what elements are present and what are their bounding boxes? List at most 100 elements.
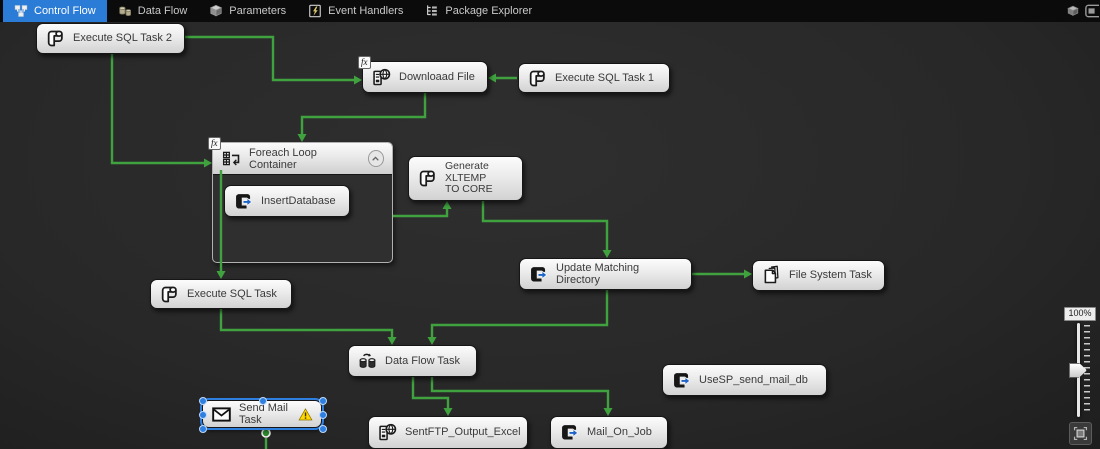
connector-origin-dot[interactable] <box>261 428 271 438</box>
tab-label: Event Handlers <box>328 5 404 17</box>
tab-event-handlers[interactable]: Event Handlers <box>297 0 414 22</box>
file-system-icon <box>761 265 782 286</box>
task-label: File System Task <box>789 269 872 282</box>
package-arrow-icon <box>671 370 692 391</box>
connector-arrowhead <box>297 134 307 142</box>
task-label: SentFTP_Output_Excel <box>405 426 521 439</box>
dataflow-icon <box>357 351 378 372</box>
cube-icon[interactable] <box>1066 4 1080 18</box>
connector-arrowhead <box>603 408 613 416</box>
tab-package-explorer[interactable]: Package Explorer <box>414 0 543 22</box>
precedence-connector[interactable] <box>219 309 394 337</box>
sentftp-output-excel[interactable]: SentFTP_Output_Excel <box>368 416 528 449</box>
tab-label: Parameters <box>229 5 287 17</box>
task-label: Execute SQL Task <box>187 287 277 300</box>
foreach-loop-container[interactable]: Foreach Loop Container fx <box>208 137 393 263</box>
zoom-level-label: 100% <box>1064 307 1096 321</box>
task-label: Downloaad File <box>399 70 475 83</box>
task-label: Data Flow Task <box>385 354 460 367</box>
zoom-slider-ticks <box>1084 324 1090 415</box>
precedence-connector[interactable] <box>185 35 354 82</box>
container-label: Foreach Loop Container <box>249 146 317 171</box>
precedence-connector[interactable] <box>110 54 204 165</box>
task-label: Execute SQL Task 1 <box>555 71 655 84</box>
fit-to-window-button[interactable] <box>1068 421 1092 445</box>
tab-bar: Control Flow Data Flow Parameters Event Han… <box>0 0 1100 22</box>
usesp-send-mail-db[interactable]: UseSP_send_mail_db <box>662 364 827 396</box>
execute-sql-task[interactable]: Execute SQL Task <box>150 279 292 309</box>
fit-to-window-icon <box>1072 425 1089 442</box>
connector-arrowhead <box>442 201 452 209</box>
execute-sql-task-2[interactable]: Execute SQL Task 2 <box>36 23 185 54</box>
precedence-connector[interactable] <box>481 201 609 250</box>
tab-data-flow[interactable]: Data Flow <box>107 0 199 22</box>
connector-arrowhead <box>427 337 437 345</box>
package-explorer-icon <box>425 4 439 18</box>
data-flow-task[interactable]: Data Flow Task <box>348 345 477 377</box>
task-label: UseSP_send_mail_db <box>699 373 808 386</box>
send-mail-task[interactable]: Send Mail Task <box>199 397 327 433</box>
tab-strip: Control Flow Data Flow Parameters Event Han… <box>3 0 543 22</box>
fx-expression-badge: fx <box>208 137 221 151</box>
tab-label: Control Flow <box>34 5 96 17</box>
control-flow-icon <box>14 4 28 18</box>
downloaad-file[interactable]: Downloaad File fx <box>358 56 488 93</box>
sql-scroll-icon <box>417 168 438 189</box>
task-label: Mail_On_Job <box>587 426 652 439</box>
warning-icon <box>298 407 313 422</box>
zoom-control: 100% <box>1062 307 1098 445</box>
selection-handle[interactable] <box>259 397 267 405</box>
precedence-connector[interactable] <box>411 377 450 408</box>
data-flow-tab-icon <box>118 4 132 18</box>
task-label: InsertDatabase <box>261 194 336 207</box>
event-handlers-icon <box>308 4 322 18</box>
precedence-connector[interactable] <box>430 377 610 408</box>
tabbar-right-icons <box>1066 2 1100 20</box>
tab-label: Package Explorer <box>445 5 533 17</box>
precedence-connector[interactable] <box>430 290 609 337</box>
tab-control-flow[interactable]: Control Flow <box>3 0 107 22</box>
mail-on-job[interactable]: Mail_On_Job <box>550 416 668 449</box>
file-system-task[interactable]: File System Task <box>752 260 885 291</box>
zoom-slider-thumb[interactable] <box>1069 362 1087 378</box>
insert-database[interactable]: InsertDatabase <box>224 185 350 217</box>
ftp-server-icon <box>371 67 392 88</box>
foreach-loop-container-header[interactable]: Foreach Loop Container <box>213 143 392 175</box>
foreach-icon <box>221 148 242 169</box>
task-label: Execute SQL Task 2 <box>73 32 173 45</box>
zoom-slider[interactable] <box>1067 322 1093 417</box>
package-arrow-icon <box>233 191 254 212</box>
selection-handle[interactable] <box>319 425 327 433</box>
connector-arrowhead <box>354 75 362 85</box>
connector-arrowhead <box>488 73 496 83</box>
connector-arrowhead <box>204 158 212 168</box>
precedence-connector[interactable] <box>393 209 449 218</box>
mail-icon <box>211 404 232 425</box>
ftp-server-icon <box>377 422 398 443</box>
connector-arrowhead <box>602 250 612 258</box>
collapse-container-button[interactable] <box>367 150 384 167</box>
generate-xltemp-to-core[interactable]: Generate XLTEMP TO CORE <box>408 156 523 201</box>
selection-handle[interactable] <box>319 397 327 405</box>
clipped-panel-icon[interactable] <box>1085 4 1099 18</box>
selection-handle[interactable] <box>199 411 207 419</box>
execute-sql-task-1[interactable]: Execute SQL Task 1 <box>518 63 670 93</box>
package-arrow-icon <box>528 264 549 285</box>
connector-arrowhead <box>744 269 752 279</box>
connector-arrowhead <box>216 271 226 279</box>
selection-handle[interactable] <box>319 411 327 419</box>
connector-arrowhead <box>443 408 453 416</box>
update-matching-directory[interactable]: Update Matching Directory <box>519 258 692 290</box>
selection-handle[interactable] <box>199 397 207 405</box>
fx-expression-badge: fx <box>358 56 371 70</box>
sql-scroll-icon <box>159 284 180 305</box>
task-label: Send Mail Task <box>239 401 288 426</box>
tab-label: Data Flow <box>137 5 188 17</box>
connector-arrowhead <box>387 337 397 345</box>
precedence-connector[interactable] <box>300 93 427 134</box>
tab-parameters[interactable]: Parameters <box>198 0 297 22</box>
selection-handle[interactable] <box>199 425 207 433</box>
chevron-up-icon <box>369 152 382 165</box>
